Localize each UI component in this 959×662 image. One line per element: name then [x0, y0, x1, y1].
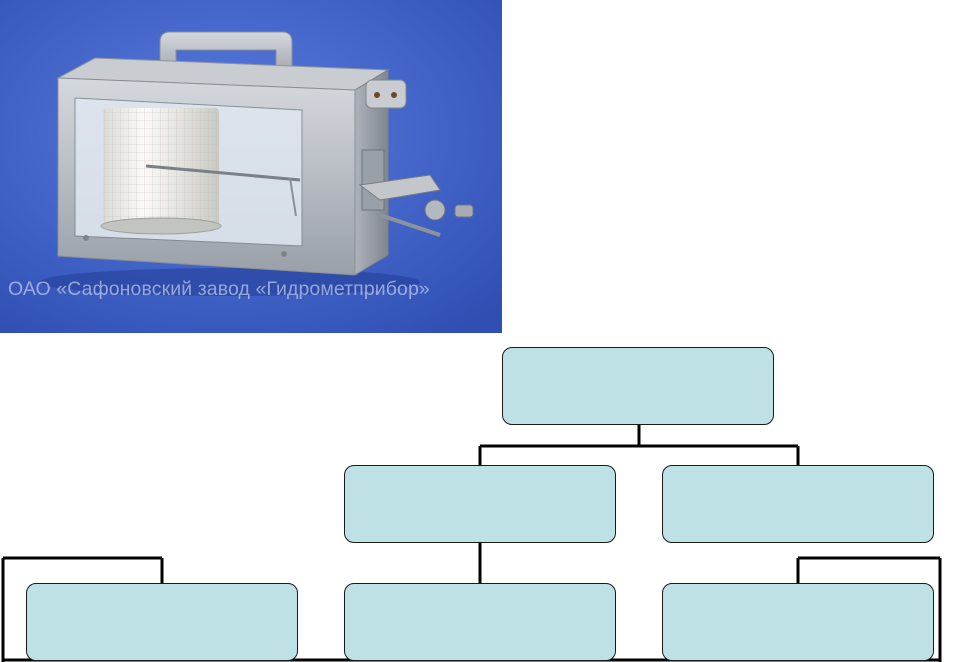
node-bottom-left [26, 583, 298, 661]
node-bottom-center [344, 583, 616, 661]
photo-watermark: ОАО «Сафоновский завод «Гидрометприбор» [8, 278, 430, 300]
node-bottom-right [662, 583, 934, 661]
barograph-illustration [0, 0, 502, 333]
node-mid-right [662, 465, 934, 543]
node-root [502, 347, 774, 425]
node-mid-left [344, 465, 616, 543]
barograph-photo: ОАО «Сафоновский завод «Гидрометприбор» [0, 0, 502, 333]
